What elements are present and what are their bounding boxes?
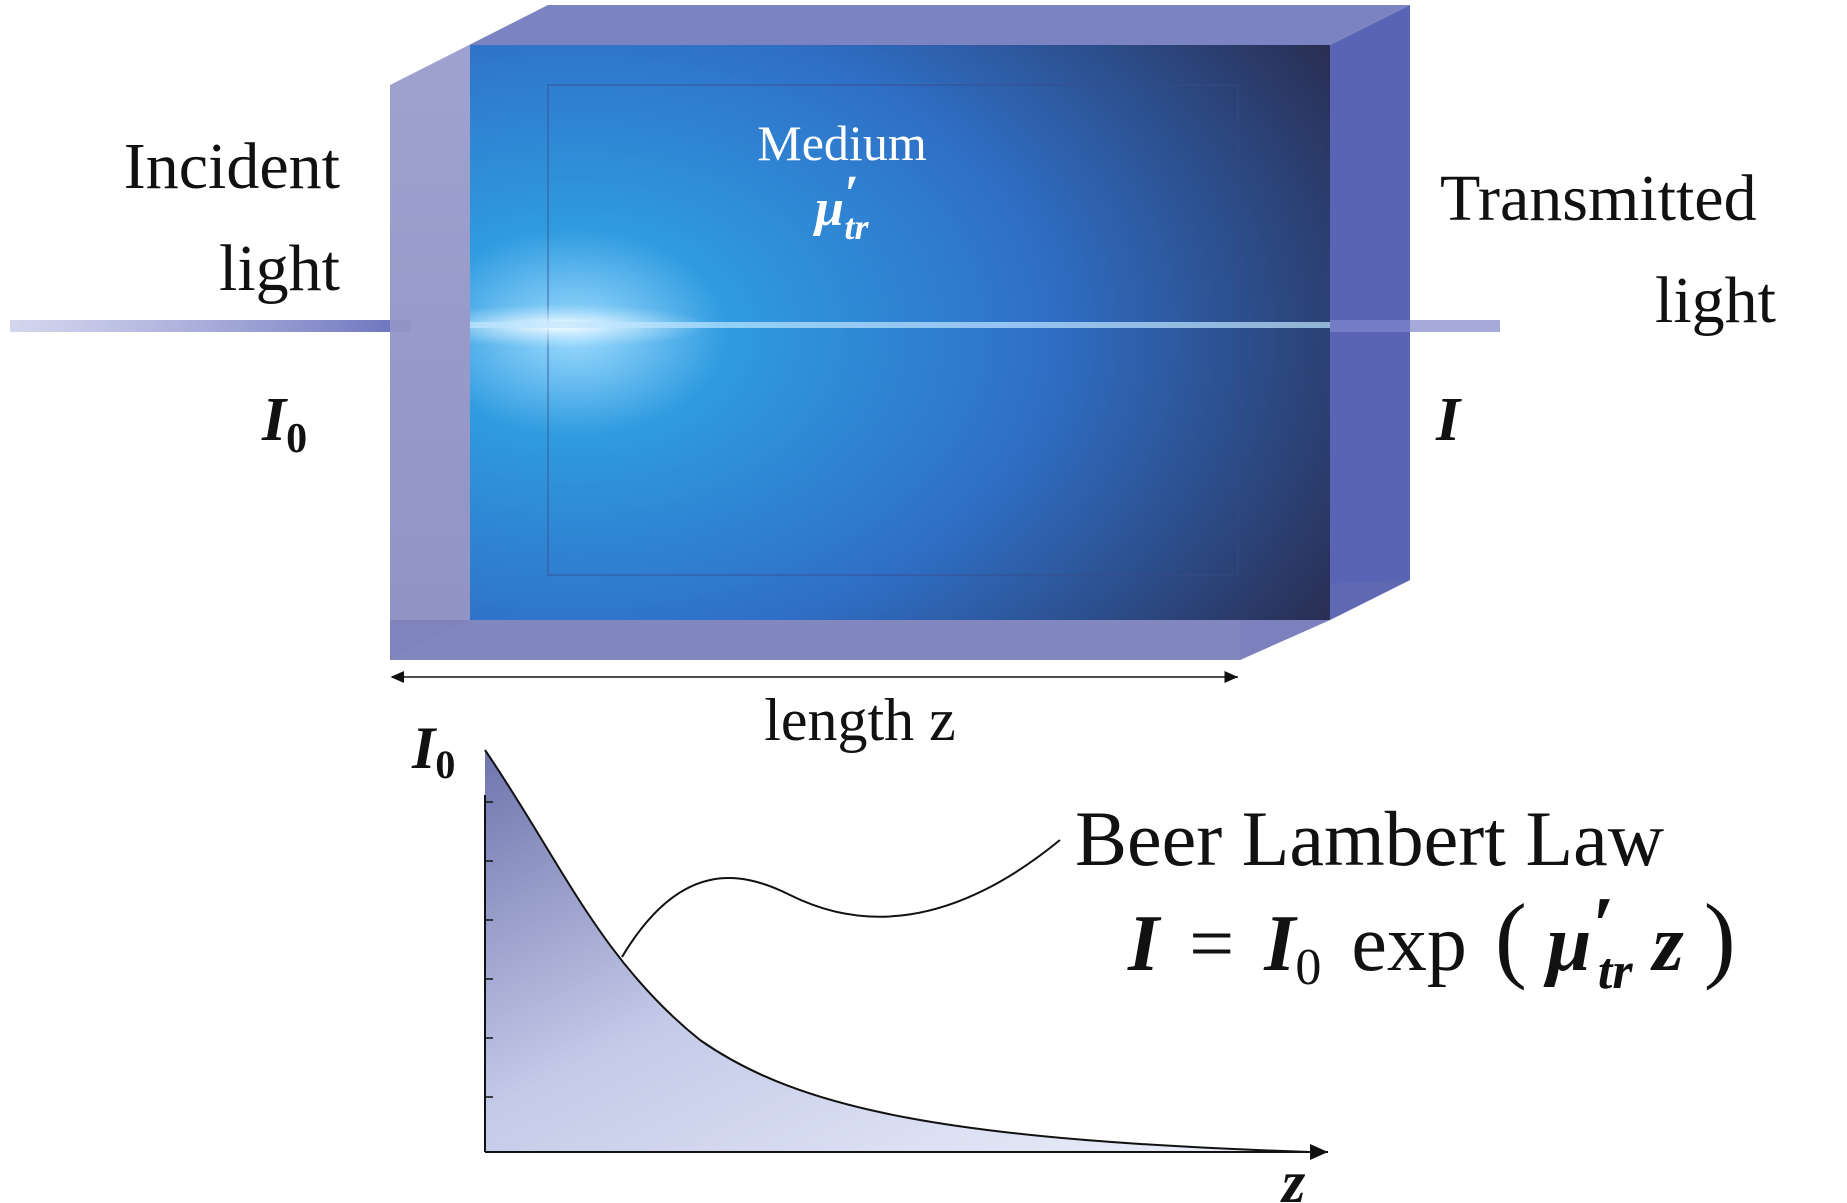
- transmitted-beam: [1330, 320, 1500, 332]
- box-front-left-wall: [390, 45, 470, 660]
- graph-y-label: I0: [411, 715, 455, 787]
- box-front-bottom-bevel: [390, 620, 1330, 660]
- intensity-in-label: I0: [261, 386, 307, 462]
- law-formula: I = I0 exp ( μ′tr z ): [1127, 882, 1736, 1006]
- box-right-face: [1330, 5, 1410, 620]
- callout-line: [621, 839, 1061, 958]
- law-title: Beer Lambert Law: [1075, 795, 1664, 882]
- incident-label-line1: Incident: [124, 130, 340, 203]
- attenuation-graph: I0 z: [411, 715, 1328, 1203]
- incident-label-line2: light: [219, 232, 340, 305]
- internal-beam: [470, 322, 1330, 328]
- intensity-out-label: I: [1435, 386, 1462, 454]
- incident-beam: [10, 320, 410, 332]
- graph-x-label: z: [1280, 1149, 1306, 1203]
- transmitted-label-line2: light: [1655, 264, 1776, 337]
- length-label: length z: [764, 687, 956, 753]
- graph-y-ticks: [485, 801, 493, 1098]
- transmitted-label-line1: Transmitted: [1440, 162, 1757, 235]
- attenuation-fill: [485, 750, 1310, 1152]
- medium-title: Medium: [757, 115, 927, 171]
- medium-mu-label: μ′tr: [812, 166, 870, 247]
- attenuation-curve: [484, 749, 1311, 1153]
